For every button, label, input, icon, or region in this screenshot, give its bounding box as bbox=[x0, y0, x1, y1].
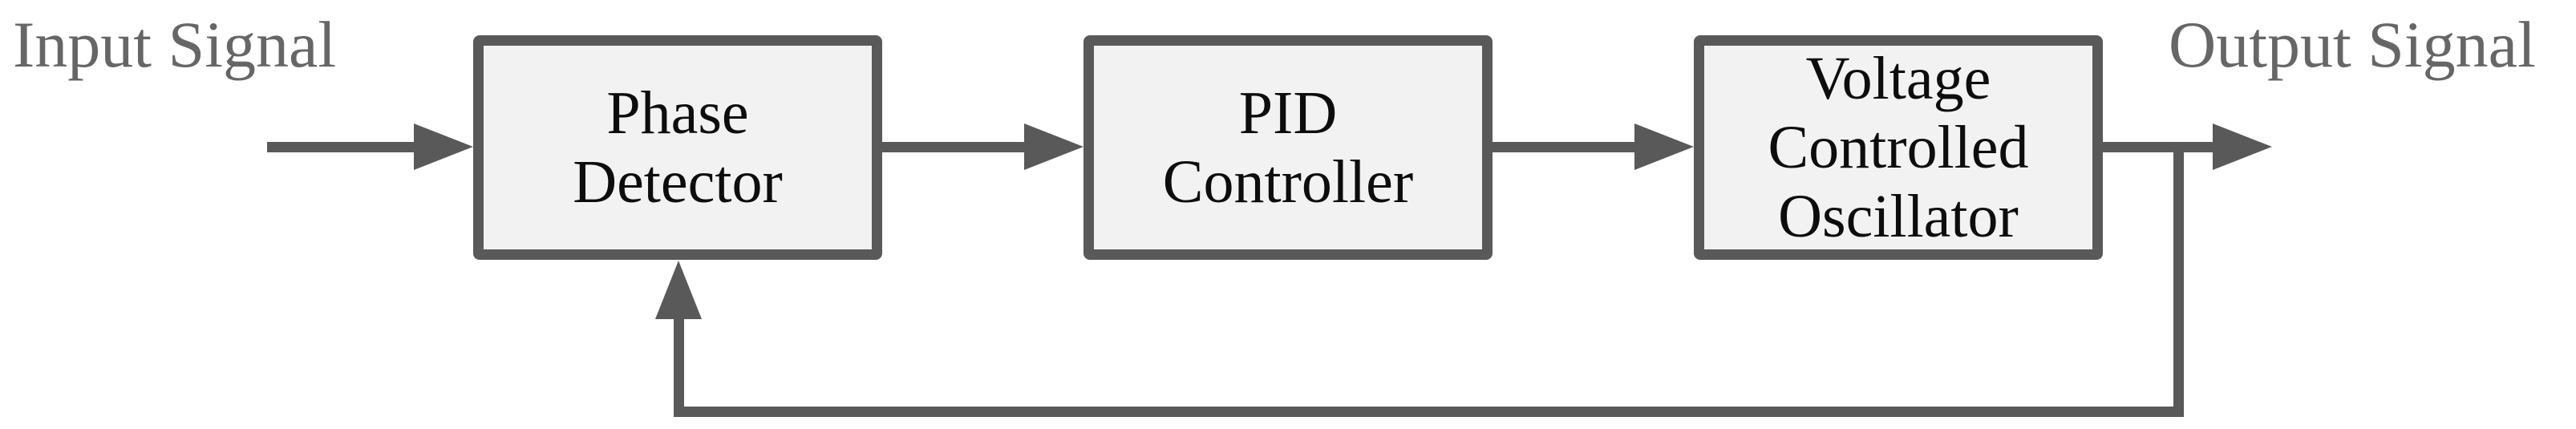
arrowhead-right-icon bbox=[2213, 123, 2272, 170]
arrowhead-right-icon bbox=[1024, 123, 1083, 170]
arrowhead-up-icon bbox=[655, 261, 702, 319]
feedback-line-bottom-bus bbox=[674, 407, 2184, 417]
arrow-phase-detector-to-pid-shaft bbox=[882, 142, 1029, 152]
arrow-pid-to-vco-shaft bbox=[1493, 142, 1639, 152]
vco-label-line3: Oscillator bbox=[1778, 183, 2019, 250]
input-signal-label: Input Signal bbox=[13, 8, 337, 81]
pid-controller-block: PID Controller bbox=[1083, 35, 1493, 260]
vco-label-line2: Controlled bbox=[1768, 114, 2029, 181]
arrowhead-right-icon bbox=[414, 123, 473, 170]
pid-controller-label-line2: Controller bbox=[1162, 148, 1414, 216]
phase-detector-block: Phase Detector bbox=[473, 35, 882, 260]
phase-detector-label-line1: Phase bbox=[606, 79, 749, 147]
arrow-input-to-phase-detector-shaft bbox=[267, 142, 419, 152]
vco-label-line1: Voltage bbox=[1805, 45, 1991, 112]
arrow-vco-to-output-shaft bbox=[2103, 142, 2218, 152]
phase-detector-label-line2: Detector bbox=[573, 148, 783, 216]
arrowhead-right-icon bbox=[1634, 123, 1694, 170]
output-signal-label: Output Signal bbox=[2169, 8, 2536, 81]
voltage-controlled-oscillator-block: Voltage Controlled Oscillator bbox=[1694, 35, 2103, 260]
feedback-line-right-vertical bbox=[2173, 147, 2184, 417]
feedback-line-left-vertical bbox=[674, 318, 684, 417]
pid-controller-label-line1: PID bbox=[1238, 79, 1338, 147]
